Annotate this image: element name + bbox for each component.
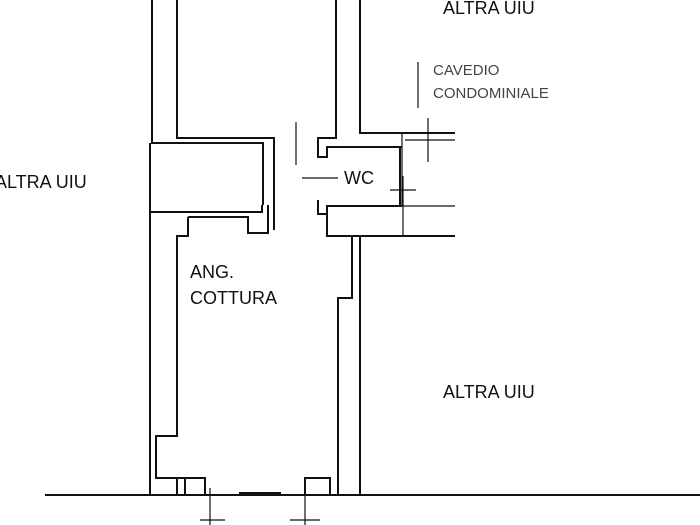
label-cavedio-line2: CONDOMINIALE [433,85,549,102]
wc-bottom-wall [317,200,402,215]
label-wc: WC [344,168,374,188]
kitchen-right-wall [326,214,353,495]
cavedio-cross-1 [405,118,455,162]
kitchen-inner-left-wall [188,205,269,234]
label-kitchen-line2: COTTURA [190,288,277,308]
label-altra-uiu-left: ALTRA UIU [0,172,87,192]
corridor-right-inner-wall [317,0,402,158]
cavedio-right-lines [401,133,455,207]
kitchen-upper-left-wall [150,205,263,213]
corridor-left-outer-wall [151,0,264,205]
corridor-left-inner-wall [176,0,275,230]
label-altra-uiu-bottom: ALTRA UIU [443,382,535,402]
uiu-right-divider [352,235,455,495]
corridor-right-outer-wall [359,0,455,134]
kitchen-inner-left-vertical [155,217,189,495]
bottom-ticks [200,488,320,525]
label-altra-uiu-top: ALTRA UIU [443,0,535,18]
label-kitchen-line1: ANG. [190,262,235,282]
kitchen-bottom-bay [177,477,331,495]
label-cavedio-line1: CAVEDIO [433,62,500,79]
